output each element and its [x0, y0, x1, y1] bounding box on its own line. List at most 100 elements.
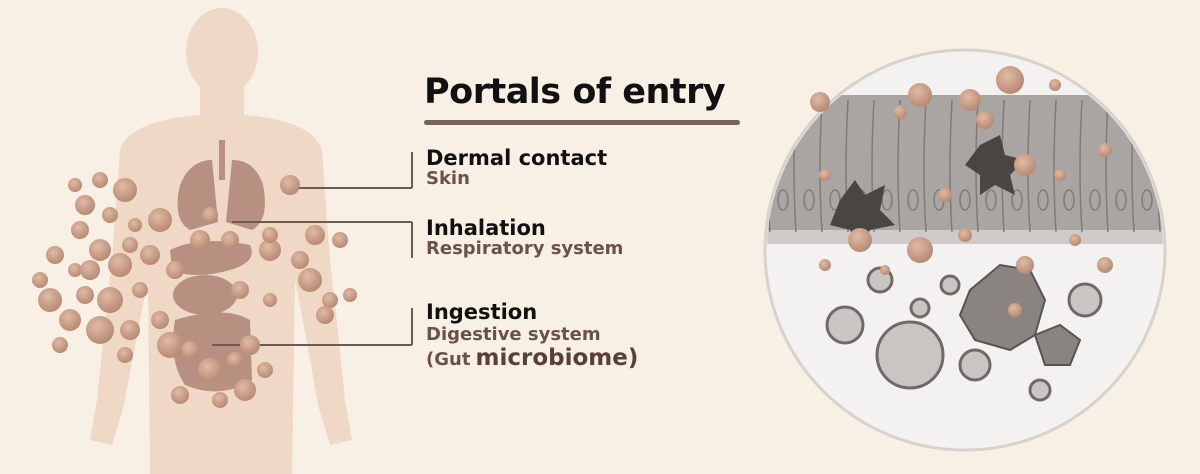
portal-detail-emphasis: microbiome) [475, 345, 639, 371]
particle [848, 228, 872, 252]
portal-detail: Skin [426, 168, 470, 189]
particle [198, 358, 222, 382]
particle [92, 172, 108, 188]
epithelial-cell-wall [819, 99, 823, 233]
cell-nucleus [907, 189, 919, 211]
particle [1008, 303, 1022, 317]
particle [880, 265, 890, 275]
particle [231, 281, 249, 299]
particle [75, 195, 95, 215]
title-underline [424, 120, 740, 125]
cell-nucleus [1063, 189, 1075, 211]
particle [68, 178, 82, 192]
particle [343, 288, 357, 302]
particle [140, 245, 160, 265]
particle [166, 261, 184, 279]
particle [157, 332, 183, 358]
particle [908, 83, 932, 107]
cell-nucleus [777, 189, 789, 211]
cell-nucleus [1037, 189, 1049, 211]
microscopic-gut-view [763, 48, 1167, 452]
particle [1054, 169, 1066, 181]
particle [234, 379, 256, 401]
particle [97, 287, 123, 313]
particle [996, 66, 1024, 94]
cell-nucleus [985, 189, 997, 211]
particle [976, 111, 994, 129]
particle [1049, 79, 1061, 91]
particle [38, 288, 62, 312]
portal-name: Inhalation [426, 216, 546, 240]
particle [89, 239, 111, 261]
particle [1098, 143, 1112, 157]
particle [280, 175, 300, 195]
portal-ingestion: Ingestion Digestive system (Gut microbio… [426, 300, 638, 371]
particle [212, 392, 228, 408]
portal-detail: Digestive system [426, 324, 601, 345]
epithelial-cell-wall [1079, 99, 1083, 233]
particle [262, 227, 278, 243]
portal-name: Ingestion [426, 300, 538, 324]
particle [810, 92, 830, 112]
particle [181, 341, 199, 359]
cell-nucleus [1115, 189, 1127, 211]
particle [1016, 256, 1034, 274]
particle [52, 337, 68, 353]
particle [86, 316, 114, 344]
particle [190, 230, 210, 250]
particle [938, 188, 952, 202]
particle [305, 225, 325, 245]
particle [257, 362, 273, 378]
particle [102, 207, 118, 223]
particle [819, 259, 831, 271]
cell-nucleus [1011, 189, 1023, 211]
particle [113, 178, 137, 202]
particle [907, 237, 933, 263]
particle [76, 286, 94, 304]
particle [263, 293, 277, 307]
particle [120, 320, 140, 340]
particle [122, 237, 138, 253]
particle [80, 260, 100, 280]
particle [128, 218, 142, 232]
particle [240, 335, 260, 355]
particle [1014, 154, 1036, 176]
epithelial-cell-wall [1105, 99, 1109, 233]
particle [959, 89, 981, 111]
connector-lines [212, 152, 413, 346]
particle [151, 311, 169, 329]
epithelial-cell-wall [949, 99, 953, 233]
epithelial-cell-wall [923, 99, 927, 233]
particle [71, 221, 89, 239]
particle [46, 246, 64, 264]
particle [132, 282, 148, 298]
cell-nucleus [959, 189, 971, 211]
particle [298, 268, 322, 292]
particle [171, 386, 189, 404]
portal-name: Dermal contact [426, 146, 608, 170]
particle [893, 105, 907, 119]
particle [117, 347, 133, 363]
particle [1069, 234, 1081, 246]
particle [819, 169, 831, 181]
cell-nucleus [803, 189, 815, 211]
particles [32, 66, 1113, 408]
particle [332, 232, 348, 248]
particle [1097, 257, 1113, 273]
cell-nucleus [1141, 189, 1153, 211]
cell-nucleus [1089, 189, 1101, 211]
particle [221, 231, 239, 249]
particle [316, 306, 334, 324]
particle [322, 292, 338, 308]
particle [68, 263, 82, 277]
particle [59, 309, 81, 331]
epithelial-cell-wall [1053, 99, 1057, 233]
portal-inhalation: Inhalation Respiratory system [426, 216, 623, 259]
particle [148, 208, 172, 232]
portal-dermal: Dermal contact Skin [426, 146, 607, 189]
page-title: Portals of entry [424, 72, 726, 112]
particle [227, 352, 243, 368]
particle [958, 228, 972, 242]
